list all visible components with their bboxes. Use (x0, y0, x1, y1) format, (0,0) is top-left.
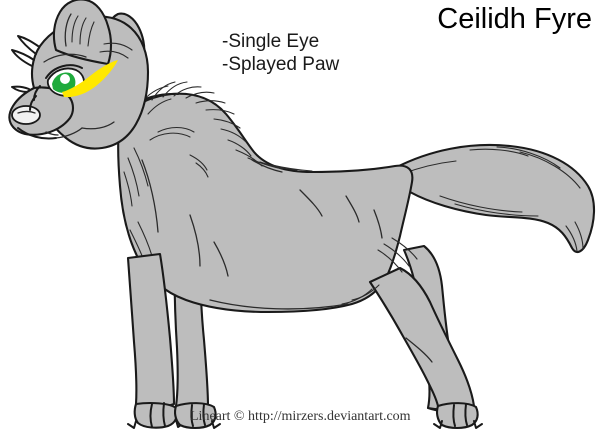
tail (393, 143, 596, 253)
front-leg-near (126, 252, 185, 429)
eye-marking (62, 60, 118, 98)
rump-fur (341, 237, 418, 305)
trait-item-single-eye: -Single Eye (222, 31, 320, 52)
eye-highlight (60, 74, 70, 84)
trait-list: -Single Eye -Splayed Paw (222, 30, 339, 76)
page-title: Ceilidh Fyre (437, 3, 592, 35)
front-paw-near (133, 402, 178, 429)
hind-paw-near (436, 402, 479, 430)
nose (11, 105, 41, 125)
trait-item-splayed-paw: -Splayed Paw (222, 54, 340, 75)
left-ear (52, 0, 113, 66)
hind-leg-near (368, 266, 483, 430)
head (8, 0, 150, 150)
eye (45, 64, 85, 97)
front-paw-far (174, 402, 221, 430)
lineart-credit: Lineart © http://mirzers.deviantart.com (190, 409, 411, 424)
